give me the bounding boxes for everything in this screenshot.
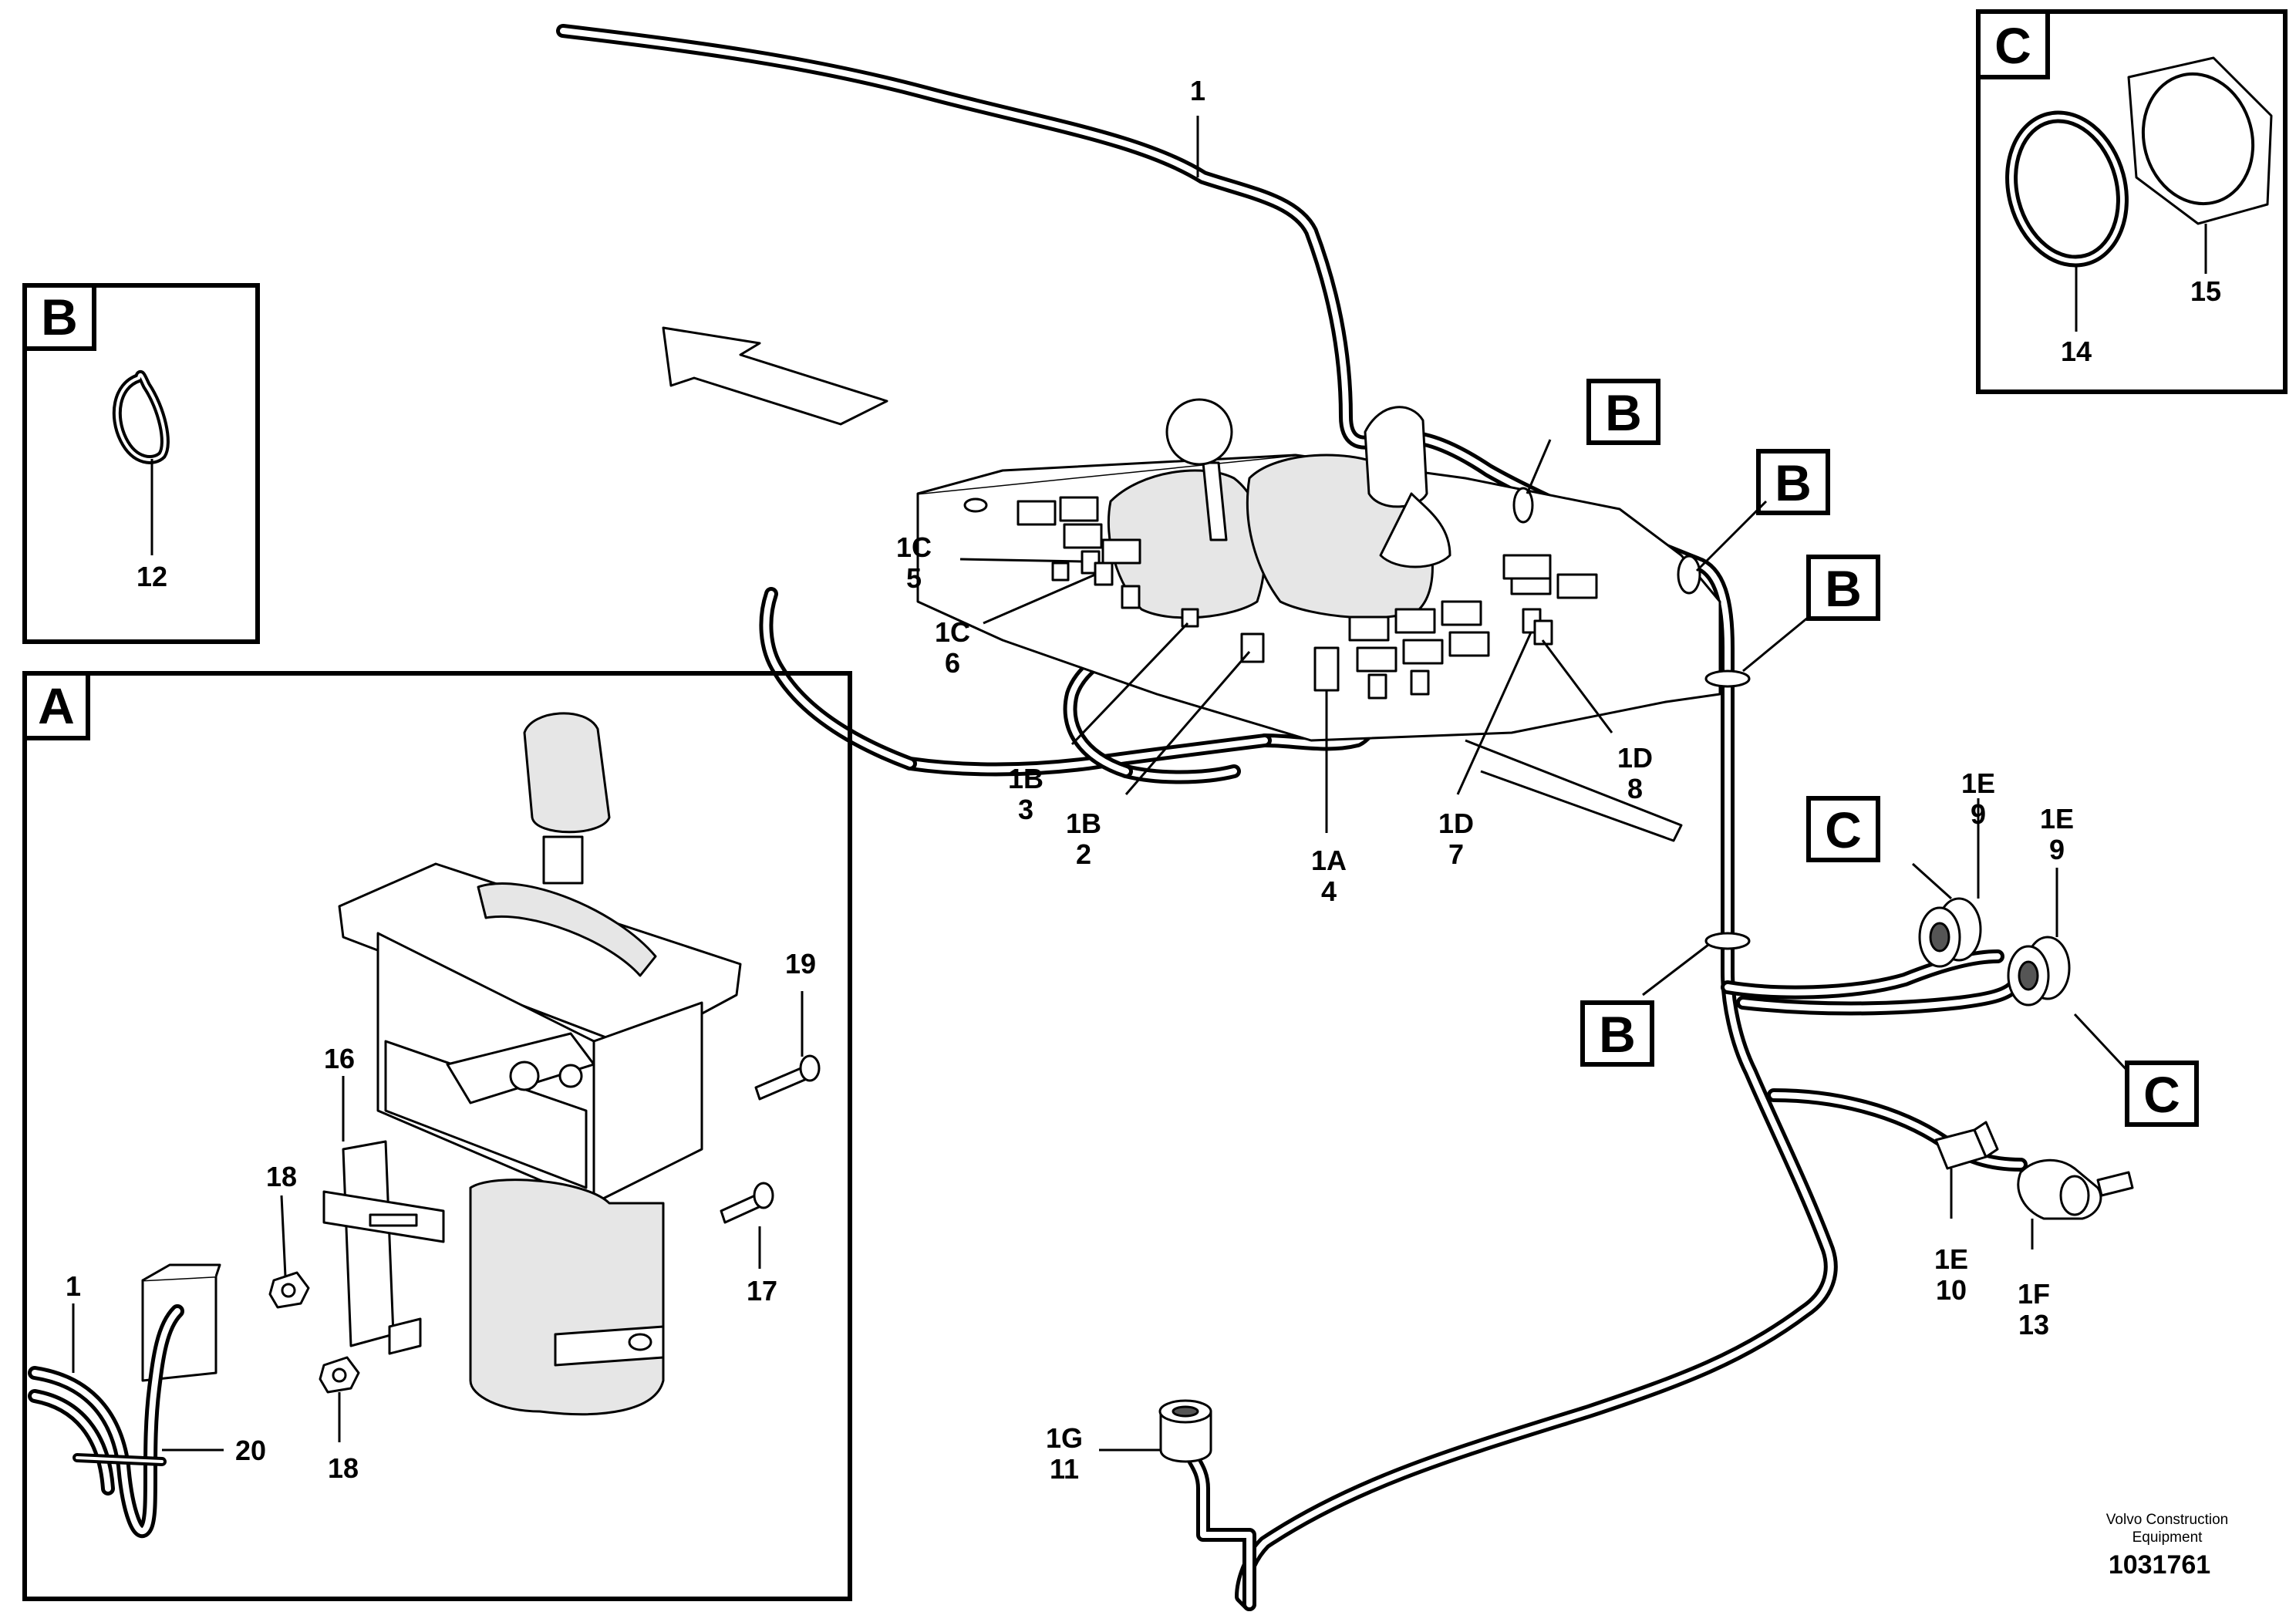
credit-block: Volvo Construction Equipment 1031761 xyxy=(2106,1512,2228,1580)
connector-mid-a xyxy=(1367,673,1387,700)
seal-ring-icon xyxy=(2005,110,2129,268)
inset-c-letter: C xyxy=(1994,17,2031,74)
inset-a-label-17: 17 xyxy=(747,1275,777,1307)
drawing-code: 1031761 xyxy=(2109,1550,2210,1580)
hex-nut-icon xyxy=(2127,56,2273,225)
connector-1c-right xyxy=(1121,585,1141,609)
main-callouts: 1 1C 5 1C 6 1B 3 1B 2 1A 4 1D 7 1D 8 1E … xyxy=(896,75,2074,1485)
label-1d-num-a: 7 xyxy=(1448,838,1464,870)
leader-lines xyxy=(959,116,2130,1452)
label-1c-num-b: 6 xyxy=(945,647,960,679)
label-1a-num: 4 xyxy=(1321,875,1337,907)
lamp-socket-1f-13 xyxy=(2017,1158,2134,1220)
switch-bank-left xyxy=(1017,496,1141,565)
label-1d-code-a: 1D xyxy=(1438,808,1474,839)
label-1b-num-a: 3 xyxy=(1018,794,1033,825)
label-1c-code-a: 1C xyxy=(896,531,932,563)
nut-18-top xyxy=(268,1271,310,1309)
connector-1a-4 xyxy=(1313,646,1340,692)
socket-1g-11 xyxy=(1158,1399,1212,1463)
label-1e-code-b: 1E xyxy=(2040,803,2074,835)
inset-a-label-16: 16 xyxy=(324,1043,355,1074)
inset-a-label-18-bottom: 18 xyxy=(328,1452,359,1484)
detail-tag-c-2: C xyxy=(2143,1066,2180,1123)
screw-19 xyxy=(754,1054,821,1101)
main-cable xyxy=(556,24,2028,1611)
nut-18-bottom xyxy=(319,1356,360,1394)
inset-a-label-1: 1 xyxy=(66,1270,81,1302)
connector-mid-b xyxy=(1410,669,1430,696)
label-1d-num-b: 8 xyxy=(1627,773,1643,804)
plug-1e-10 xyxy=(1934,1121,1999,1170)
detail-tag-c-1: C xyxy=(1825,801,1862,858)
label-1e-num-c: 10 xyxy=(1936,1274,1967,1306)
label-1e-code-a: 1E xyxy=(1961,767,1995,799)
label-1c-num-a: 5 xyxy=(906,562,922,594)
label-1e-num-b: 9 xyxy=(2049,834,2065,865)
direction-arrow-icon xyxy=(662,326,888,426)
label-1f-code: 1F xyxy=(2018,1278,2050,1310)
inset-a-letter: A xyxy=(38,677,75,734)
socket-1e-9-right xyxy=(2007,936,2071,1007)
inset-c-label-15: 15 xyxy=(2190,275,2221,307)
connector-1d-8 xyxy=(1533,619,1553,646)
connector-1c-6 xyxy=(1094,561,1114,586)
cable-tie-icon xyxy=(112,369,170,464)
inset-a: A xyxy=(22,671,852,1601)
inset-a-label-20: 20 xyxy=(235,1435,266,1466)
label-1g-code: 1G xyxy=(1046,1422,1083,1454)
screw-17 xyxy=(720,1182,774,1224)
label-1c-code-b: 1C xyxy=(935,616,970,648)
label-1e-num-a: 9 xyxy=(1971,798,1986,830)
label-1e-code-c: 1E xyxy=(1934,1243,1968,1275)
inset-c: C 14 15 xyxy=(1976,9,2288,394)
detail-tag-b-4: B xyxy=(1599,1006,1636,1063)
switch-bank-right xyxy=(1348,554,1598,673)
detail-tag-b-3: B xyxy=(1825,560,1862,617)
label-1b-code-b: 1B xyxy=(1066,808,1101,839)
detail-tag-b-1: B xyxy=(1605,384,1642,441)
label-main-cable: 1 xyxy=(1190,75,1205,106)
label-1b-code-a: 1B xyxy=(1008,763,1043,794)
inset-b-letter: B xyxy=(41,288,78,346)
label-1a-code: 1A xyxy=(1311,845,1347,876)
bracket-16 xyxy=(322,1140,445,1355)
connector-1c-side xyxy=(1051,561,1070,582)
inset-a-label-19: 19 xyxy=(785,948,816,980)
label-1d-code-b: 1D xyxy=(1617,742,1653,774)
label-1f-num: 13 xyxy=(2018,1309,2049,1340)
detail-tag-b-2: B xyxy=(1775,454,1812,511)
detail-tags: B B B B C C xyxy=(1580,379,2199,1127)
inset-b-label-12: 12 xyxy=(137,561,167,592)
inset-a-label-18-top: 18 xyxy=(266,1161,297,1192)
inset-c-label-14: 14 xyxy=(2061,336,2092,367)
socket-1e-9-left xyxy=(1918,897,1982,968)
label-1g-num: 11 xyxy=(1050,1453,1079,1485)
credit-line-2: Equipment xyxy=(2132,1529,2203,1546)
console-connectors xyxy=(1051,550,1553,700)
credit-line-1: Volvo Construction xyxy=(2106,1512,2228,1528)
gear-lever-assembly xyxy=(338,712,742,1416)
control-console xyxy=(916,398,1721,842)
cable-ties xyxy=(1512,487,1751,950)
inset-b: B 12 xyxy=(22,283,260,644)
label-1b-num-b: 2 xyxy=(1076,838,1091,870)
connector-1b-3 xyxy=(1181,608,1199,628)
